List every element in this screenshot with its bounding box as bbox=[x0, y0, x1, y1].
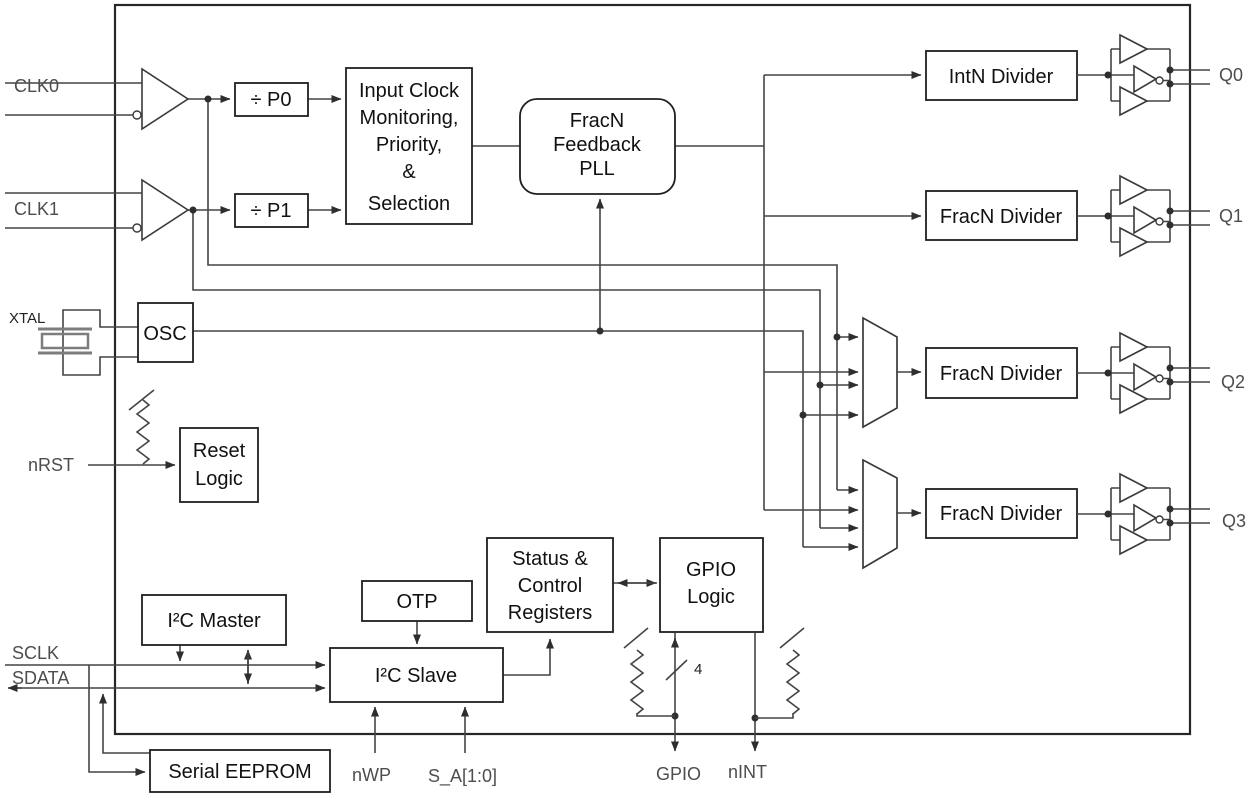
pin-label-q0: Q0 bbox=[1219, 65, 1243, 85]
chip-boundary bbox=[113, 3, 1192, 736]
block-input-clock-monitor: Input Clock Monitoring, Priority, & Sele… bbox=[345, 67, 473, 225]
pin-label-sa: S_A[1:0] bbox=[428, 766, 497, 787]
i2c-slave-label: I²C Slave bbox=[375, 665, 457, 687]
nrst-pullup-resistor bbox=[135, 399, 151, 465]
block-osc: OSC bbox=[137, 302, 194, 363]
i2c-master-label: I²C Master bbox=[167, 610, 261, 632]
gpio-pullup-resistor bbox=[629, 649, 645, 715]
wire-sclk-to-eeprom bbox=[88, 665, 146, 776]
pin-label-sdata: SDATA bbox=[12, 668, 69, 688]
block-div-p0: ÷ P0 bbox=[234, 82, 309, 117]
pin-label-nwp: nWP bbox=[352, 765, 391, 785]
status-line2: Control bbox=[518, 575, 582, 597]
nrst-pullup-tick bbox=[128, 389, 155, 411]
pll-line3: PLL bbox=[579, 158, 615, 180]
block-div-p1: ÷ P1 bbox=[234, 193, 309, 228]
input-clock-line3: Priority, bbox=[376, 134, 442, 156]
osc-label: OSC bbox=[143, 323, 186, 345]
block-reset-logic: Reset Logic bbox=[179, 427, 259, 503]
fracn-divider-q3-label: FracN Divider bbox=[940, 503, 1063, 525]
block-fracn-divider-q1: FracN Divider bbox=[925, 190, 1078, 241]
clk0-input-buffer bbox=[141, 67, 190, 131]
wire-osc-out bbox=[193, 330, 804, 547]
wire-clk0-bypass bbox=[207, 99, 838, 490]
pin-label-gpio: GPIO bbox=[656, 764, 701, 784]
pin-label-clk0: CLK0 bbox=[14, 76, 59, 96]
block-i2c-slave: I²C Slave bbox=[329, 647, 504, 703]
fracn-divider-q2-label: FracN Divider bbox=[940, 363, 1063, 385]
input-clock-line2: Monitoring, bbox=[360, 107, 459, 129]
gpio-logic-line2: Logic bbox=[687, 586, 735, 608]
pin-label-q2: Q2 bbox=[1221, 372, 1245, 392]
nint-pullup-connect bbox=[755, 713, 794, 719]
wire-eeprom-to-sdata bbox=[99, 693, 150, 754]
blocks: ÷ P0 ÷ P1 Input Clock Monitoring, Priori… bbox=[137, 50, 1078, 793]
labels: CLK0 CLK1 XTAL nRST SCLK SDATA nWP S_A[1… bbox=[9, 65, 1246, 787]
wire-clk1-bypass bbox=[192, 210, 821, 528]
block-fracn-divider-q2: FracN Divider bbox=[925, 347, 1078, 399]
block-otp: OTP bbox=[361, 580, 473, 622]
pin-label-xtal: XTAL bbox=[9, 310, 45, 327]
block-i2c-master: I²C Master bbox=[141, 594, 287, 646]
gpio-pullup-tick bbox=[623, 627, 649, 649]
junction-osc-mux bbox=[799, 411, 807, 419]
junction-clk0-mux bbox=[833, 333, 841, 341]
clk1-inverting-bubble bbox=[132, 223, 142, 233]
junction-clk0 bbox=[204, 95, 212, 103]
pin-label-sclk: SCLK bbox=[12, 643, 59, 663]
wire-xtal-to-osc bbox=[62, 309, 138, 376]
clk0-inverting-bubble bbox=[132, 110, 142, 120]
nint-pullup-resistor bbox=[785, 649, 801, 715]
clk1-input-buffer bbox=[141, 178, 190, 242]
input-clock-line1: Input Clock bbox=[359, 80, 460, 102]
gpio-pullup-connect bbox=[636, 713, 675, 717]
otp-label: OTP bbox=[396, 591, 437, 613]
status-line3: Registers bbox=[508, 602, 592, 624]
pin-label-q3: Q3 bbox=[1222, 511, 1246, 531]
reset-logic-line2: Logic bbox=[195, 468, 243, 490]
div-p1-label: ÷ P1 bbox=[251, 200, 292, 222]
serial-eeprom-label: Serial EEPROM bbox=[168, 761, 311, 783]
junction-clk1-mux bbox=[816, 381, 824, 389]
wire-slave-to-registers bbox=[503, 638, 554, 676]
input-clock-line4: & bbox=[402, 161, 416, 183]
nint-pullup-tick bbox=[779, 627, 805, 649]
block-fracn-feedback-pll: FracN Feedback PLL bbox=[519, 98, 676, 195]
block-gpio-logic: GPIO Logic bbox=[659, 537, 764, 633]
block-fracn-divider-q3: FracN Divider bbox=[925, 488, 1078, 539]
mux-q3 bbox=[862, 458, 898, 570]
pin-label-nrst: nRST bbox=[28, 455, 74, 475]
bus-width-slash bbox=[665, 659, 688, 681]
junction-osc-pll bbox=[596, 327, 604, 335]
wires bbox=[5, 71, 922, 776]
block-intn-divider: IntN Divider bbox=[925, 50, 1078, 101]
crystal-body bbox=[40, 332, 90, 350]
pll-line1: FracN bbox=[570, 110, 624, 132]
div-p0-label: ÷ P0 bbox=[251, 89, 292, 111]
pin-label-q1: Q1 bbox=[1219, 206, 1243, 226]
pll-line2: Feedback bbox=[553, 134, 642, 156]
reset-logic-line1: Reset bbox=[193, 440, 246, 462]
status-line1: Status & bbox=[512, 548, 588, 570]
analog-symbols bbox=[38, 67, 898, 719]
gpio-logic-line1: GPIO bbox=[686, 559, 736, 581]
input-clock-line5: Selection bbox=[368, 193, 450, 215]
mux-q2 bbox=[862, 316, 898, 429]
junction-clk1 bbox=[189, 206, 197, 214]
pin-label-nint: nINT bbox=[728, 762, 767, 782]
block-status-control-registers: Status & Control Registers bbox=[486, 537, 614, 633]
fracn-divider-q1-label: FracN Divider bbox=[940, 206, 1063, 228]
pin-label-clk1: CLK1 bbox=[14, 199, 59, 219]
intn-divider-label: IntN Divider bbox=[949, 66, 1054, 88]
gpio-bus-width-label: 4 bbox=[694, 661, 702, 678]
block-serial-eeprom: Serial EEPROM bbox=[149, 749, 331, 793]
